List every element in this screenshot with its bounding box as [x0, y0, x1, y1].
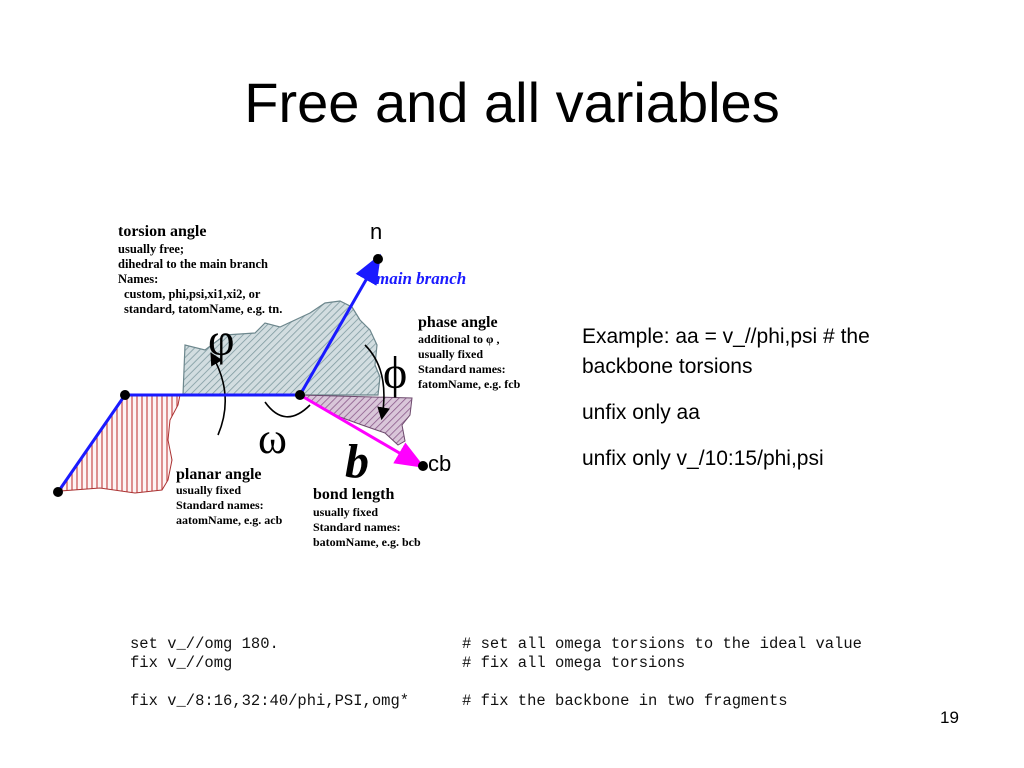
- torsion-angle-diagram: n cb main branch φ ϕ ω b torsion angle u…: [53, 219, 521, 549]
- bond-title: bond length: [313, 486, 394, 503]
- torsion-line: standard, tatomName, e.g. tn.: [124, 302, 282, 316]
- bond-line: Standard names:: [313, 520, 401, 534]
- atom-n: [373, 254, 383, 264]
- code-block: set v_//omg 180. # set all omega torsions…: [130, 635, 862, 711]
- bond-length-label: bond length usually fixed Standard names…: [313, 486, 421, 549]
- code-comment: # set all omega torsions to the ideal va…: [462, 635, 862, 653]
- bond-left: [56, 394, 127, 493]
- slide-title: Free and all variables: [244, 71, 780, 134]
- phase-line: fatomName, e.g. fcb: [418, 377, 521, 391]
- code-command: set v_//omg 180.: [130, 635, 279, 653]
- code-line: [130, 673, 862, 692]
- main-branch-label: main branch: [376, 269, 466, 288]
- atom-cb-label: cb: [428, 451, 451, 476]
- torsion-plane: [125, 300, 381, 396]
- phase-line: Standard names:: [418, 362, 506, 376]
- atom-n-label: n: [370, 219, 382, 244]
- example-line: unfix only v_/10:15/phi,psi: [582, 447, 824, 470]
- phi-symbol: φ: [208, 314, 235, 365]
- omega-rotation-arrow: [264, 401, 311, 418]
- phase-title: phase angle: [418, 314, 498, 331]
- code-comment: # fix the backbone in two fragments: [462, 692, 788, 710]
- code-command: fix v_/8:16,32:40/phi,PSI,omg*: [130, 692, 410, 710]
- planar-angle-label: planar angle usually fixed Standard name…: [176, 466, 283, 527]
- bond-line: usually fixed: [313, 505, 378, 519]
- phase-rotation-arrow: [364, 344, 390, 421]
- torsion-line: usually free;: [118, 242, 184, 256]
- atom-ca: [120, 390, 130, 400]
- torsion-title: torsion angle: [118, 223, 206, 240]
- planar-line: Standard names:: [176, 498, 264, 512]
- bond-main-branch: [298, 253, 381, 396]
- torsion-line: dihedral to the main branch: [118, 257, 268, 271]
- omega-symbol: ω: [258, 414, 287, 463]
- code-line: fix v_//omg # fix all omega torsions: [130, 654, 862, 673]
- phase-symbol: ϕ: [383, 347, 407, 398]
- example-text-block: Example: aa = v_//phi,psi # the backbone…: [582, 322, 962, 490]
- phase-angle-label: phase angle additional to φ , usually fi…: [418, 314, 521, 391]
- example-line: unfix only aa: [582, 401, 700, 424]
- torsion-angle-label: torsion angle usually free; dihedral to …: [118, 223, 282, 316]
- atom-center: [295, 390, 305, 400]
- code-line: set v_//omg 180. # set all omega torsions…: [130, 635, 862, 654]
- phase-line: usually fixed: [418, 347, 483, 361]
- bond-cb: [299, 393, 426, 469]
- code-comment: # fix all omega torsions: [462, 654, 686, 672]
- code-line: fix v_/8:16,32:40/phi,PSI,omg* # fix the …: [130, 692, 862, 711]
- planar-plane: [59, 394, 181, 494]
- planar-title: planar angle: [176, 466, 262, 483]
- bond-line: batomName, e.g. bcb: [313, 535, 421, 549]
- torsion-line: custom, phi,psi,xi1,xi2, or: [124, 287, 261, 301]
- phase-line: additional to φ ,: [418, 332, 500, 346]
- torsion-line: Names:: [118, 272, 158, 286]
- example-line: Example: aa = v_//phi,psi # the backbone…: [582, 325, 870, 378]
- code-command: fix v_//omg: [130, 654, 233, 672]
- planar-line: usually fixed: [176, 483, 241, 497]
- atom-left: [53, 487, 63, 497]
- page-number: 19: [940, 708, 959, 727]
- planar-line: aatomName, e.g. acb: [176, 513, 283, 527]
- b-symbol: b: [345, 435, 369, 488]
- atom-cb: [418, 461, 428, 471]
